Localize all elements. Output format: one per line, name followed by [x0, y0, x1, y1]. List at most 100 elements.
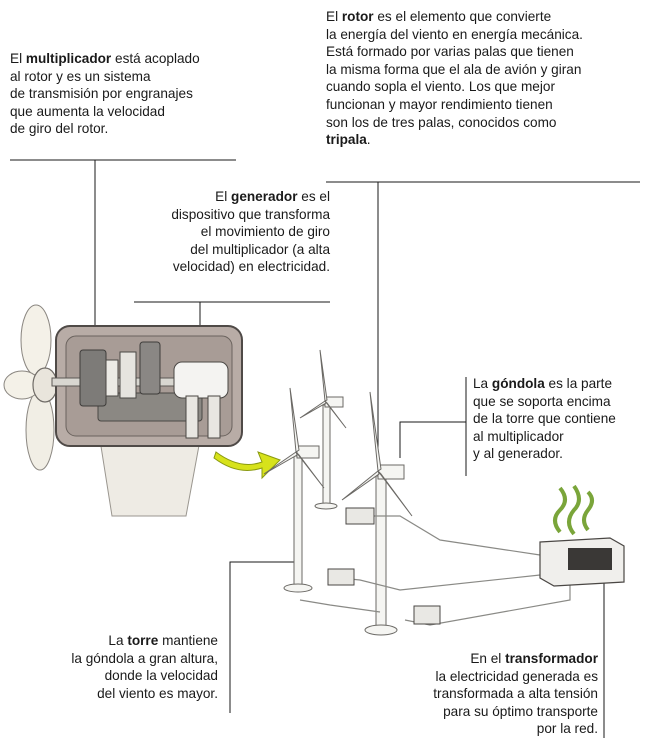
turbine-base-back [314, 502, 338, 510]
gondola-line-pre: que se soporta encima [473, 393, 611, 409]
turbine-nacelle-left [296, 445, 320, 459]
rotor-line-pre: Está formado por varias palas que tienen [326, 44, 574, 60]
gondola-line: La góndola es la parte [473, 375, 616, 393]
rotor-line: Está formado por varias palas que tienen [326, 43, 583, 61]
generador-line: del multiplicador (a alta [134, 241, 330, 259]
rotor-line-bold: rotor [341, 9, 374, 24]
smoke-3 [582, 490, 594, 532]
torre-line-bold: torre [127, 633, 159, 648]
torre-line-pre: la góndola a gran altura, [71, 650, 218, 666]
torre-line-pre: del viento es mayor. [97, 685, 218, 701]
turbine-blades-left [263, 387, 325, 489]
rotor-line: la misma forma que el ala de avión y gir… [326, 61, 583, 79]
gear-center [139, 341, 161, 395]
rotor-line: tripala. [326, 131, 583, 149]
turbine-blades-front [341, 391, 413, 517]
multiplicador-line: de transmisión por engranajes [10, 85, 200, 103]
transformador-line-pre: En el [470, 651, 506, 666]
gondola-line-pre: La [473, 376, 492, 391]
rotor-line-pre: la misma forma que el ala de avión y gir… [326, 61, 582, 77]
multiplicador-line-pre: que aumenta la velocidad [10, 103, 165, 119]
big-rotor-blade-top [20, 304, 52, 376]
junction-box-3 [413, 605, 441, 625]
generador-line-pre: dispositivo que transforma [171, 206, 330, 222]
smoke-2 [567, 484, 581, 536]
junction-box-2 [327, 568, 355, 586]
cable-1 [350, 515, 541, 556]
transformador-line: por la red. [380, 720, 598, 738]
torre-line: La torre mantiene [40, 632, 218, 650]
generador-line-pre: velocidad) en electricidad. [172, 259, 330, 275]
torre-line-pre: La [108, 633, 128, 648]
multiplicador-line: que aumenta la velocidad [10, 103, 200, 121]
generator-support [185, 395, 199, 439]
multiplicador-line: de giro del rotor. [10, 120, 200, 138]
gondola-line: al multiplicador [473, 428, 616, 446]
rotor-line-bold: tripala [326, 132, 367, 148]
turbine-blades-back [299, 349, 347, 429]
generador-line-post: es el [297, 189, 330, 204]
zoom-arrow [213, 451, 281, 480]
rotor-line-post: es el elemento que convierte [373, 9, 552, 24]
turbine-tower-left [293, 455, 303, 587]
multiplicador-line-pre: de giro del rotor. [10, 121, 109, 137]
generador-line-pre: del multiplicador (a alta [190, 241, 330, 257]
rotor-line-post: . [366, 132, 371, 148]
transformador-line-pre: por la red. [536, 721, 598, 737]
torre-leader [229, 561, 298, 713]
gondola-line: que se soporta encima [473, 393, 616, 411]
generator-body [173, 361, 229, 399]
gondola-line-pre: y al generador. [473, 446, 563, 462]
rotor-line-pre: cuando sopla el viento. Los que mejor [326, 79, 555, 95]
transformador-line: para su óptimo transporte [380, 703, 598, 721]
rotor-line: funcionan y mayor rendimiento tienen [326, 96, 583, 114]
rotor-line-pre: funcionan y mayor rendimiento tienen [326, 96, 553, 112]
nacelle-cutaway [3, 304, 243, 517]
transformador-line: la electricidad generada es [380, 668, 598, 686]
turbine-tower-back [322, 404, 331, 506]
multiplicador-line: El multiplicador está acoplado [10, 50, 200, 68]
junction-boxes [327, 507, 441, 625]
gear-left [79, 349, 107, 407]
transformador-line: transformada a alta tensión [380, 685, 598, 703]
generador-line: velocidad) en electricidad. [134, 258, 330, 276]
multiplicador-line-bold: multiplicador [25, 51, 112, 66]
generador-line-pre: el movimiento de giro [200, 224, 330, 240]
big-rotor-blade-bottom [25, 389, 55, 471]
turbine-tower-front [375, 475, 387, 629]
big-tower [99, 439, 201, 517]
generador-line-bold: generador [231, 189, 298, 204]
cable-2 [329, 574, 541, 591]
turbine-base-front [364, 624, 398, 636]
generador-line: el movimiento de giro [134, 223, 330, 241]
rotor-line-pre: la energía del viento en energía mecánic… [326, 26, 583, 42]
gondola-leader [399, 421, 466, 458]
torre-line-post: mantiene [158, 633, 218, 648]
gondola-line-pre: al multiplicador [473, 428, 564, 444]
transformer-grille [568, 548, 612, 570]
gondola-line-post: es la parte [544, 376, 613, 391]
rotor-line: cuando sopla el viento. Los que mejor [326, 78, 583, 96]
transformador-line: En el transformador [380, 650, 598, 668]
smoke-1 [553, 486, 567, 534]
torre-line: del viento es mayor. [40, 685, 218, 703]
transformador-line-pre: para su óptimo transporte [443, 703, 598, 719]
gondola-line-bold: góndola [491, 376, 545, 391]
multiplicador-line: al rotor y es un sistema [10, 68, 200, 86]
turbine-base-left [283, 583, 313, 593]
rotor-line: son los de tres palas, conocidos como [326, 114, 583, 132]
transformador-line-pre: la electricidad generada es [435, 668, 598, 684]
rotor-line-pre: son los de tres palas, conocidos como [326, 114, 557, 130]
generador-line-pre: El [215, 189, 232, 204]
gondola-line-pre: de la torre que contiene [473, 411, 616, 427]
multiplicador-line-pre: El [10, 51, 26, 66]
torre-line-pre: donde la velocidad [104, 668, 218, 684]
generador-line: dispositivo que transforma [134, 206, 330, 224]
multiplicador-line-post: está acoplado [111, 51, 200, 66]
